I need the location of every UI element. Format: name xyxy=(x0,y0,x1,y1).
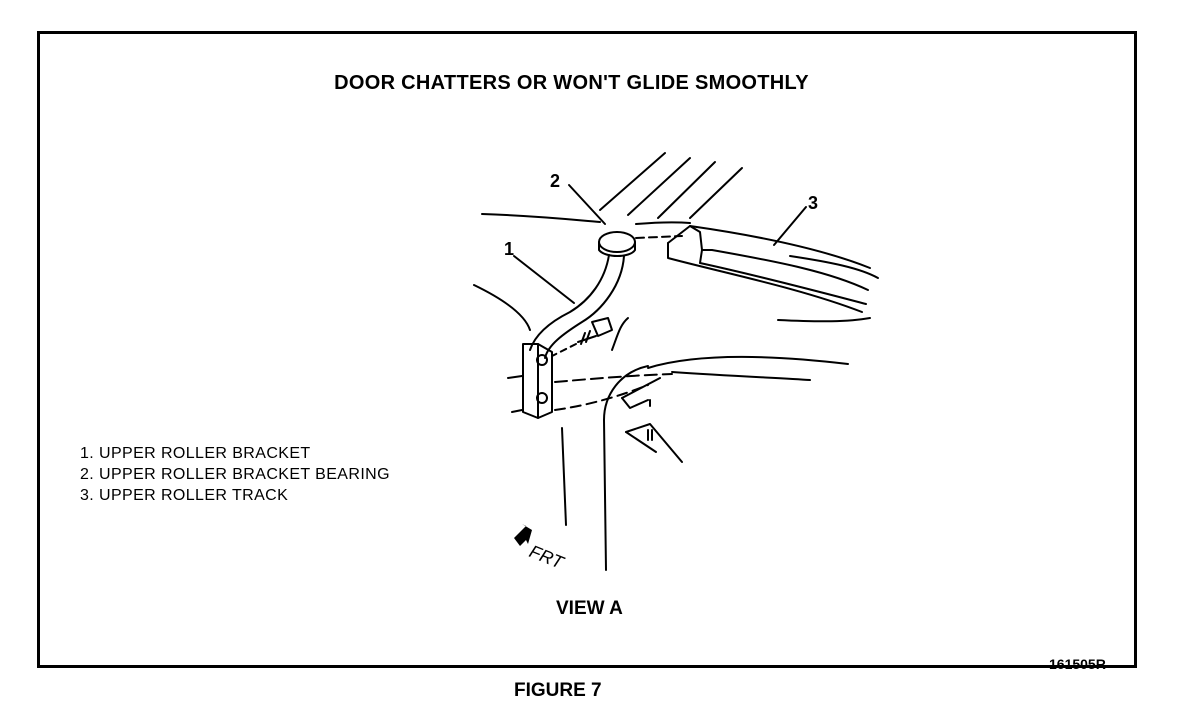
shade-line xyxy=(627,157,691,216)
hinge-clip xyxy=(621,397,649,409)
bracket-edge xyxy=(511,409,523,413)
bolt-hole xyxy=(536,392,548,404)
figure-title: DOOR CHATTERS OR WON'T GLIDE SMOOTHLY xyxy=(334,72,809,94)
view-label: VIEW A xyxy=(556,598,623,619)
hinge-clip xyxy=(647,399,653,441)
door-pillar xyxy=(603,419,607,571)
arrow-icon xyxy=(514,524,532,546)
roller-bracket-arm xyxy=(544,255,625,359)
leader-line-2 xyxy=(568,184,606,225)
leader-line-1 xyxy=(513,255,575,304)
hinge-clip xyxy=(621,377,661,399)
body-panel-edge xyxy=(635,221,691,225)
roller-track-hidden xyxy=(635,235,683,239)
body-panel-edge xyxy=(481,213,601,223)
shade-line xyxy=(657,161,716,219)
legend-item: 2. UPPER ROLLER BRACKET BEARING xyxy=(80,466,390,483)
leader-line-3 xyxy=(773,206,807,246)
legend-item: 1. UPPER ROLLER BRACKET xyxy=(80,445,311,462)
callout-1: 1 xyxy=(504,239,514,259)
hinge-clip xyxy=(625,423,683,463)
door-frame-edge xyxy=(473,284,531,331)
bracket-edge xyxy=(507,375,523,379)
roller-track xyxy=(699,249,867,305)
roller-track xyxy=(667,242,863,313)
front-direction-arrow: FRT xyxy=(514,524,568,573)
door-pillar xyxy=(561,427,567,526)
roller-track xyxy=(667,225,869,291)
legend: 1. UPPER ROLLER BRACKET 2. UPPER ROLLER … xyxy=(80,443,390,506)
legend-item: 3. UPPER ROLLER TRACK xyxy=(80,487,289,504)
figure-code: 161505R xyxy=(1049,656,1106,672)
figure-frame xyxy=(37,31,1137,668)
bolt xyxy=(591,317,613,337)
car-contour xyxy=(789,255,879,279)
roller-bearing xyxy=(598,231,636,253)
bolt-hole xyxy=(536,354,548,366)
roller-bearing xyxy=(598,241,636,257)
figure-caption: FIGURE 7 xyxy=(514,680,602,701)
car-contour xyxy=(777,317,871,323)
shade-line xyxy=(689,167,743,219)
shade-line xyxy=(599,152,666,211)
door-frame-edge xyxy=(671,371,811,381)
alignment-line xyxy=(554,373,673,383)
bolt-thread xyxy=(580,330,591,345)
door-frame-edge xyxy=(647,356,849,369)
door-pillar xyxy=(603,365,649,421)
door-frame-edge xyxy=(611,317,629,351)
roller-bracket-arm xyxy=(529,254,610,351)
callout-2: 2 xyxy=(550,171,560,191)
direction-label: FRT xyxy=(527,541,568,573)
callout-3: 3 xyxy=(808,193,818,213)
bolt-path xyxy=(551,343,577,357)
roller-track xyxy=(689,225,871,269)
hinge-clip xyxy=(625,431,657,453)
